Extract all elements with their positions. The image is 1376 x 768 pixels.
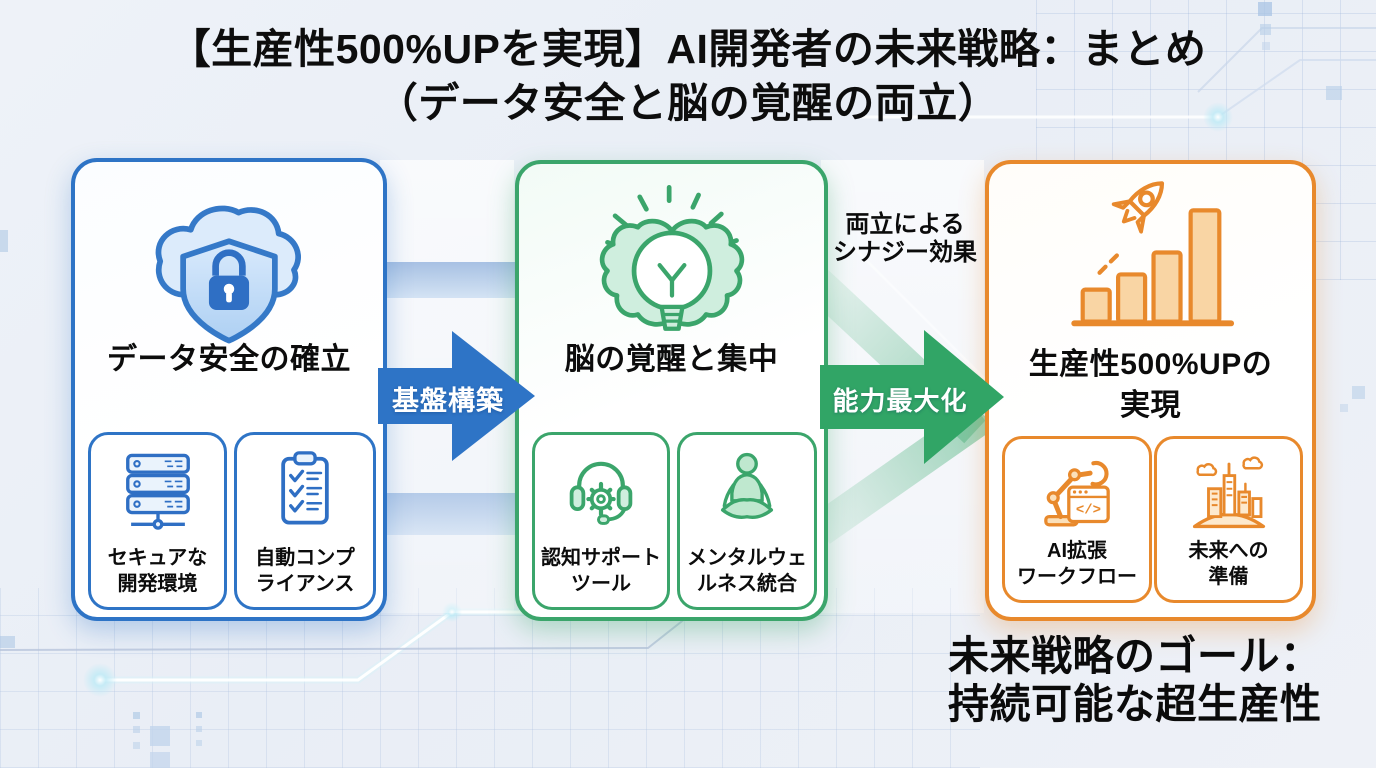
step3-subitem2-label: 未来への 準備 [1188, 540, 1269, 588]
step3-productivity-box: 生産性500%UPの 実現 </> AI拡張 ワ [985, 160, 1316, 621]
connector-band-top [379, 262, 517, 298]
goal-line1: 未来戦略のゴール： [948, 633, 1322, 679]
page-title: 【生産性500%UPを実現】AI開発者の未来戦略：まとめ （データ安全と脳の覚醒… [0, 22, 1376, 130]
arrow-maximize-label: 能力最大化 [832, 386, 968, 416]
step2-subitem1-label: 認知サポート ツール [541, 547, 661, 595]
page-title-line1: 【生産性500%UPを実現】AI開発者の未来戦略：まとめ [169, 26, 1207, 72]
step1-subitem1-label: セキュアな 開発環境 [107, 547, 208, 595]
server-stack-icon [125, 453, 190, 530]
cloud-shield-lock-icon [155, 205, 301, 344]
robot-arm-code-icon: </> [1044, 460, 1110, 527]
future-city-icon [1192, 456, 1265, 529]
step2-subitem2-label: メンタルウェ ルネス統合 [687, 547, 807, 595]
step1-subitem2-label: 自動コンプ ライアンス [255, 547, 355, 595]
headset-gear-icon [569, 461, 633, 525]
goal-line2: 持続可能な超生産性 [948, 681, 1322, 727]
rocket-growth-chart-icon [1070, 181, 1234, 327]
page-title-line2: （データ安全と脳の覚醒の両立） [376, 80, 1000, 126]
step3-label: 生産性500%UPの 実現 [1028, 348, 1273, 422]
step3-subitem-future-ready: 未来への 準備 [1154, 436, 1303, 603]
arrow-foundation-label: 基盤構築 [392, 386, 504, 416]
step2-brain-focus-box: 脳の覚醒と集中 認知サポート ツール [515, 160, 828, 621]
step2-subitem-cognitive-tools: 認知サポート ツール [532, 432, 670, 610]
code-glyph: </> [1076, 502, 1101, 518]
step1-data-safety-box: データ安全の確立 [71, 158, 387, 621]
step1-subitem-secure-env: セキュアな 開発環境 [88, 432, 227, 610]
step1-subitem-auto-compliance: 自動コンプ ライアンス [234, 432, 376, 610]
synergy-annotation: 両立による シナジー効果 [833, 211, 977, 266]
step1-label: データ安全の確立 [107, 343, 351, 376]
clipboard-checklist-icon [281, 451, 329, 525]
connector-band-bottom [379, 493, 517, 535]
arrow-foundation [378, 331, 535, 461]
step3-subitem1-label: AI拡張 ワークフロー [1017, 540, 1137, 588]
meditation-icon [720, 452, 774, 519]
step2-label: 脳の覚醒と集中 [564, 343, 779, 376]
step3-subitem-ai-workflow: </> AI拡張 ワークフロー [1002, 436, 1152, 603]
goal-text: 未来戦略のゴール： 持続可能な超生産性 [948, 632, 1322, 728]
brain-lightbulb-icon [599, 185, 744, 331]
step2-subitem-mental-wellness: メンタルウェ ルネス統合 [677, 432, 817, 610]
